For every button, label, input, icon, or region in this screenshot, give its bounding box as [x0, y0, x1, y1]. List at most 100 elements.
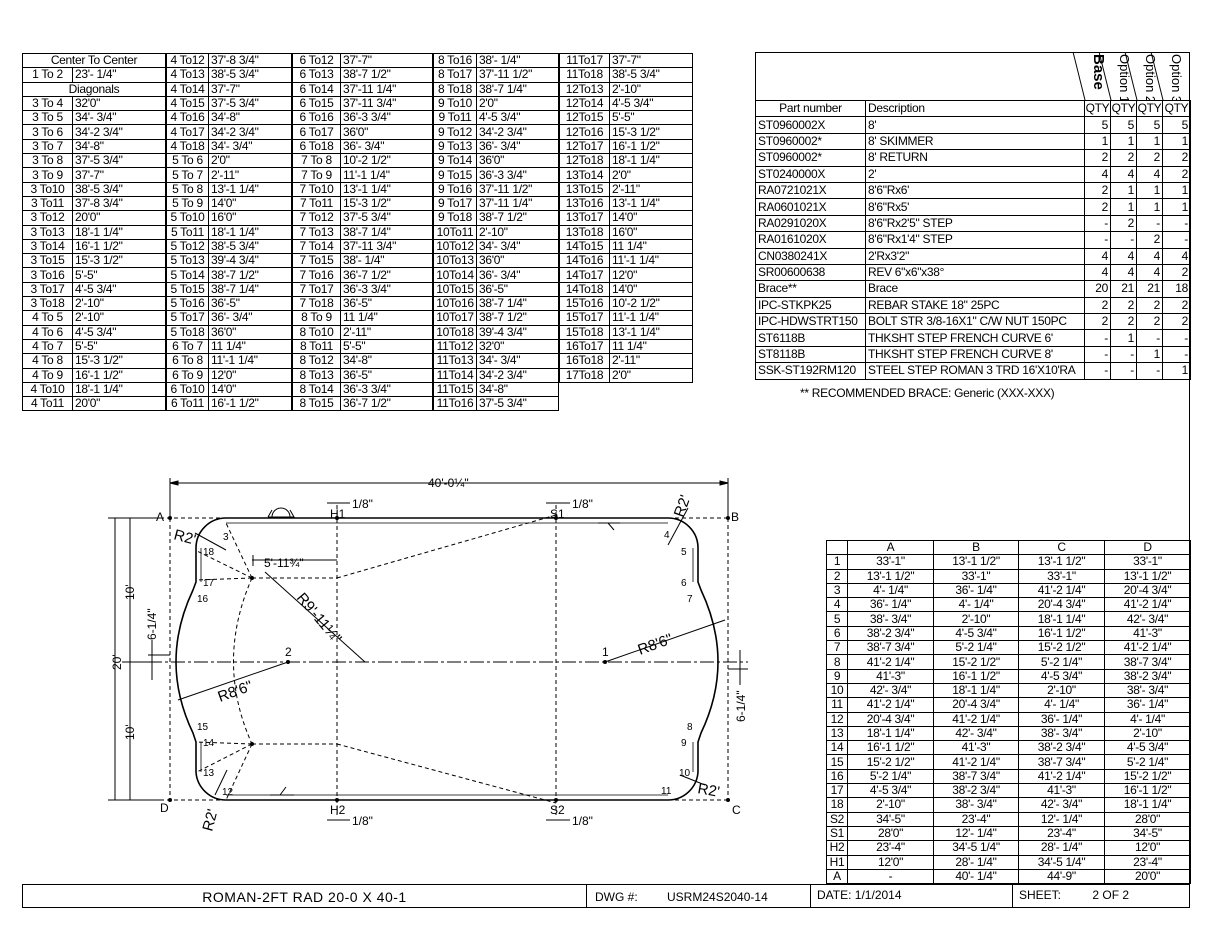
pair-label: 5 To 7 — [166, 167, 209, 183]
pair-distance: 36'-5" — [340, 296, 433, 312]
pair-label: 5 To13 — [166, 253, 209, 269]
corner-distance: 2'-10" — [847, 797, 934, 813]
pair-distance: 20'0" — [72, 210, 166, 226]
pair-distance: 39'-4 3/4" — [208, 253, 292, 269]
corner-distance: 4'-5 3/4" — [1018, 668, 1105, 684]
h1-offset-label: 1/8" — [352, 497, 373, 511]
pair-label: 14To18 — [559, 281, 610, 298]
pair-distance: 37'-5 3/4" — [72, 153, 166, 169]
date-cell: DATE: 1/1/2014 — [810, 884, 1013, 908]
part-description: STEEL STEP ROMAN 3 TRD 16'X10'RA — [865, 362, 1085, 380]
corner-distance: 18'-1 1/4" — [1104, 797, 1191, 813]
point-3-label: 3 — [223, 532, 229, 543]
pair-label: 10To18 — [433, 324, 477, 340]
pair-distance: 16'0" — [208, 210, 292, 226]
pair-label: 3 To12 — [22, 210, 73, 226]
corner-row: A-40'- 1/4"44'-9"20'0" — [826, 868, 1191, 885]
corner-distance: 33'-1" — [933, 568, 1019, 584]
part-description: REBAR STAKE 18" 25PC — [865, 296, 1085, 315]
drawing-title: ROMAN-2FT RAD 20-0 X 40-1 — [22, 884, 587, 908]
pair-label: 6 To11 — [166, 396, 209, 412]
pair-distance: 5'-5" — [72, 338, 166, 355]
pair-label: 4 To17 — [166, 124, 209, 140]
pair-label: 8 To17 — [433, 67, 477, 83]
corner-distance: 18'-1 1/4" — [933, 682, 1019, 699]
pair-distance: 37'-11 3/4" — [340, 95, 433, 112]
pair-distance: 15'-3 1/2" — [340, 195, 433, 212]
pair-distance: 18'-1 1/4" — [208, 224, 292, 240]
half-width-label-top: 10' — [123, 584, 137, 600]
pair-label: 14To16 — [559, 253, 610, 269]
corner-radius-d: R2' — [199, 807, 221, 833]
corner-distance: 44'-9" — [1018, 868, 1105, 885]
pair-distance: 2'-10" — [72, 310, 166, 326]
pair-distance: 36'-3 3/4" — [476, 167, 559, 183]
pair-distance: 36'0" — [476, 253, 559, 269]
pair-label: 6 To12 — [292, 52, 341, 69]
pair-label: 5 To15 — [166, 281, 209, 298]
point-9-label: 9 — [681, 738, 687, 749]
part-description: 8'6"Rx1'4" STEP — [865, 231, 1085, 249]
pair-distance: 34'- 3/4" — [476, 238, 559, 255]
pair-distance: 37'-7" — [72, 167, 166, 183]
part-qty: 1 — [1162, 181, 1191, 200]
point-12-label: 12 — [222, 787, 234, 798]
point-id: 15 — [826, 754, 848, 770]
pair-label: 6 To16 — [292, 110, 341, 126]
pair-label: 5 To 8 — [166, 181, 209, 197]
part-description: 8' SKIMMER — [865, 132, 1085, 151]
pair-distance: 13'-1 1/4" — [340, 181, 433, 197]
pair-distance: 36'- 3/4" — [340, 138, 433, 155]
pair-distance: 38'-7 1/4" — [476, 296, 559, 312]
corner-distance: 41'-3" — [1104, 625, 1191, 642]
end-radius-left-label: R8'6" — [216, 678, 255, 706]
corner-distance: 2'-10" — [1104, 725, 1191, 742]
dimension-lines — [108, 478, 748, 821]
pair-distance: 18'-1 1/4" — [72, 381, 166, 398]
pair-distance: 2'0" — [208, 153, 292, 169]
pair-distance: 38'- 1/4" — [476, 52, 559, 69]
pair-distance: 37'-11 3/4" — [340, 238, 433, 255]
pair-label: 11To15 — [433, 381, 477, 398]
pair-distance: 37'-5 3/4" — [340, 210, 433, 226]
pair-label: 7 To11 — [292, 195, 341, 212]
offset-dim-right: 6-1/4" — [734, 690, 748, 722]
pair-distance: 20'0" — [72, 396, 166, 412]
pair-distance: 14'0" — [208, 195, 292, 212]
pair-distance: 12'0" — [208, 367, 292, 383]
overall-width-label: 20' — [110, 654, 124, 670]
pair-label: 3 To18 — [22, 296, 73, 312]
point-14-label: 14 — [203, 738, 215, 749]
pair-label: 5 To 9 — [166, 195, 209, 212]
